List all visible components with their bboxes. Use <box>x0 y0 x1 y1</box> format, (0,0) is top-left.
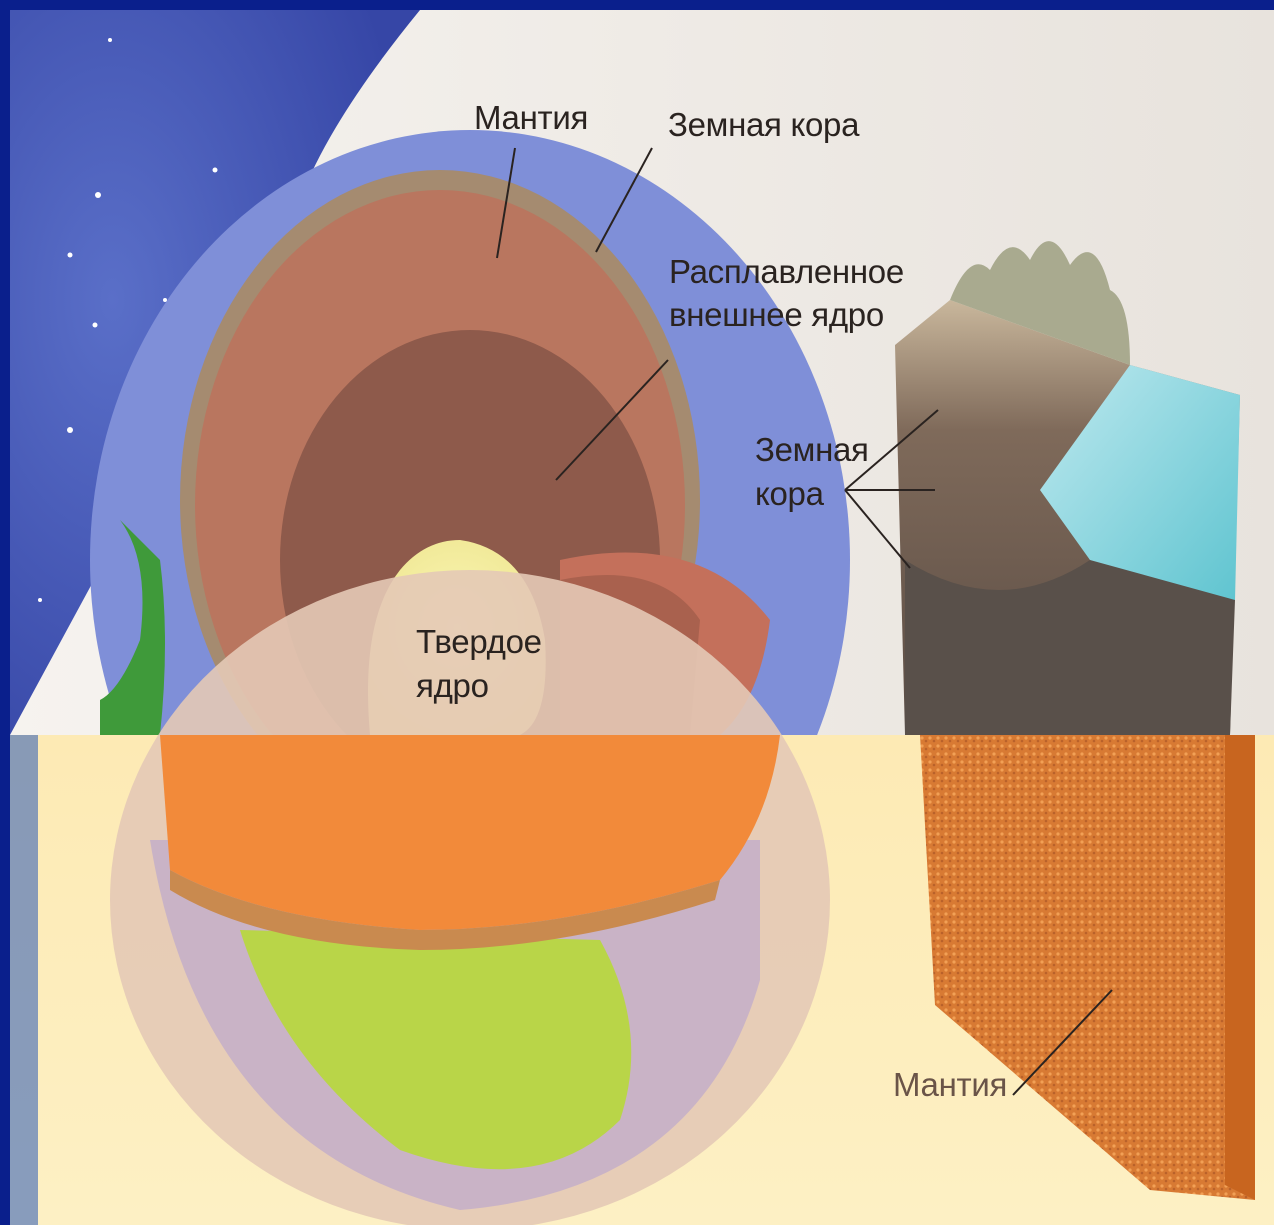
left-edge-strip <box>10 735 38 1225</box>
label-crust-right-line2: кора <box>755 474 824 514</box>
label-inner-core-line1: Твердое <box>416 622 542 662</box>
label-outer-core-line2: внешнее ядро <box>669 295 884 335</box>
label-crust-top: Земная кора <box>668 105 859 145</box>
label-crust-right-line1: Земная <box>755 430 869 470</box>
mantle-block-side <box>1225 735 1255 1200</box>
label-outer-core-line1: Расплавленное <box>669 252 904 292</box>
label-mantle-bottom: Мантия <box>893 1065 1007 1105</box>
label-mantle-top: Мантия <box>474 98 588 138</box>
label-inner-core-line2: ядро <box>416 666 489 706</box>
